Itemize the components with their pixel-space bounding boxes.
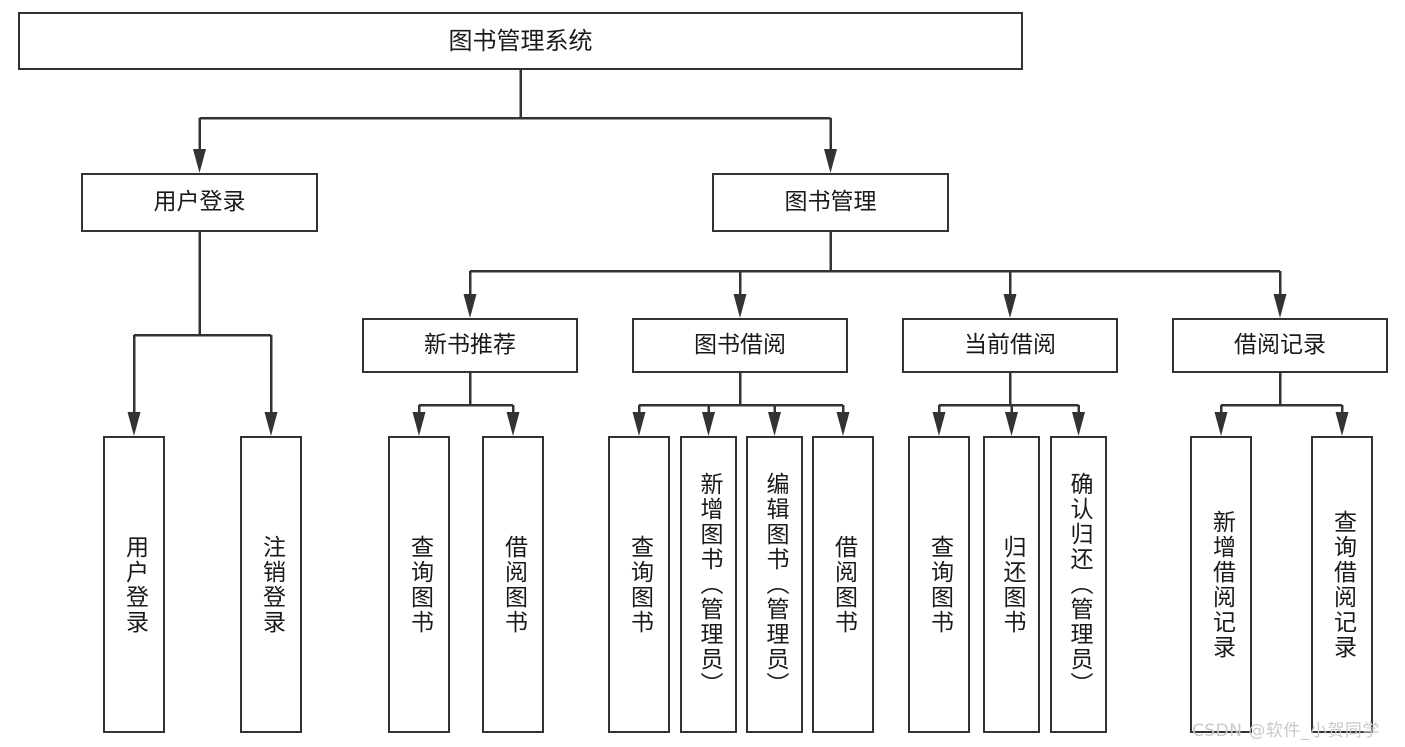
node-leaf-nr-query: 查询图书 — [388, 436, 450, 733]
node-label: 图书管理系统 — [448, 26, 593, 55]
node-leaf-bb-edit: 编辑图书（管理员） — [746, 436, 803, 733]
node-leaf-bb-add: 新增图书（管理员） — [680, 436, 737, 733]
node-cur-borrow: 当前借阅 — [902, 318, 1118, 373]
arrowhead-leaf-bl-add — [1214, 412, 1228, 436]
arrowhead-book-borrow — [733, 294, 747, 318]
arrowhead-cur-borrow — [1003, 294, 1017, 318]
node-label: 借阅记录 — [1234, 331, 1326, 358]
arrowhead-leaf-bb-borrow — [836, 412, 850, 436]
node-leaf-bb-query: 查询图书 — [608, 436, 670, 733]
node-book-borrow: 图书借阅 — [632, 318, 848, 373]
node-label: 查询借阅记录 — [1329, 509, 1356, 660]
node-label: 编辑图书（管理员） — [762, 472, 788, 697]
arrowhead-leaf-user-logout — [264, 412, 278, 436]
node-label: 查询图书 — [406, 534, 433, 635]
node-label: 注销登录 — [258, 534, 285, 635]
arrowhead-leaf-cb-confirm — [1072, 412, 1085, 436]
node-leaf-cb-query: 查询图书 — [908, 436, 970, 733]
node-label: 当前借阅 — [964, 331, 1056, 358]
node-label: 查询图书 — [926, 534, 953, 635]
node-label: 图书借阅 — [694, 331, 786, 358]
node-leaf-cb-return: 归还图书 — [983, 436, 1040, 733]
node-root: 图书管理系统 — [18, 12, 1023, 70]
node-label: 新书推荐 — [424, 331, 516, 358]
node-label: 图书管理 — [784, 188, 877, 215]
arrowhead-new-rec — [463, 294, 477, 318]
node-book-mgmt: 图书管理 — [712, 173, 949, 232]
node-leaf-bl-add: 新增借阅记录 — [1190, 436, 1252, 733]
node-new-rec: 新书推荐 — [362, 318, 578, 373]
node-label: 用户登录 — [121, 534, 148, 635]
arrowhead-borrow-log — [1273, 294, 1287, 318]
arrowhead-leaf-user-login — [127, 412, 141, 436]
node-leaf-user-login: 用户登录 — [103, 436, 165, 733]
node-label: 确认归还（管理员） — [1066, 472, 1092, 697]
arrowhead-leaf-nr-query — [412, 412, 426, 436]
arrowhead-leaf-bl-query — [1335, 412, 1349, 436]
node-leaf-user-logout: 注销登录 — [240, 436, 302, 733]
arrowhead-leaf-bb-add — [702, 412, 715, 436]
node-leaf-bl-query: 查询借阅记录 — [1311, 436, 1373, 733]
arrowhead-leaf-cb-return — [1005, 412, 1018, 436]
node-leaf-cb-confirm: 确认归还（管理员） — [1050, 436, 1107, 733]
node-label: 新增图书（管理员） — [696, 472, 722, 697]
node-label: 新增借阅记录 — [1208, 509, 1235, 660]
node-leaf-nr-borrow: 借阅图书 — [482, 436, 544, 733]
node-leaf-bb-borrow: 借阅图书 — [812, 436, 874, 733]
arrowhead-leaf-cb-query — [932, 412, 946, 436]
arrowhead-user-login — [193, 149, 206, 173]
node-label: 用户登录 — [153, 188, 246, 215]
arrowhead-leaf-bb-edit — [768, 412, 781, 436]
arrowhead-book-mgmt — [824, 149, 837, 173]
node-label: 归还图书 — [999, 534, 1025, 635]
arrowhead-leaf-nr-borrow — [506, 412, 520, 436]
node-label: 借阅图书 — [830, 534, 857, 635]
arrowhead-leaf-bb-query — [632, 412, 646, 436]
node-label: 借阅图书 — [500, 534, 527, 635]
node-user-login: 用户登录 — [81, 173, 318, 232]
node-label: 查询图书 — [626, 534, 653, 635]
node-borrow-log: 借阅记录 — [1172, 318, 1388, 373]
